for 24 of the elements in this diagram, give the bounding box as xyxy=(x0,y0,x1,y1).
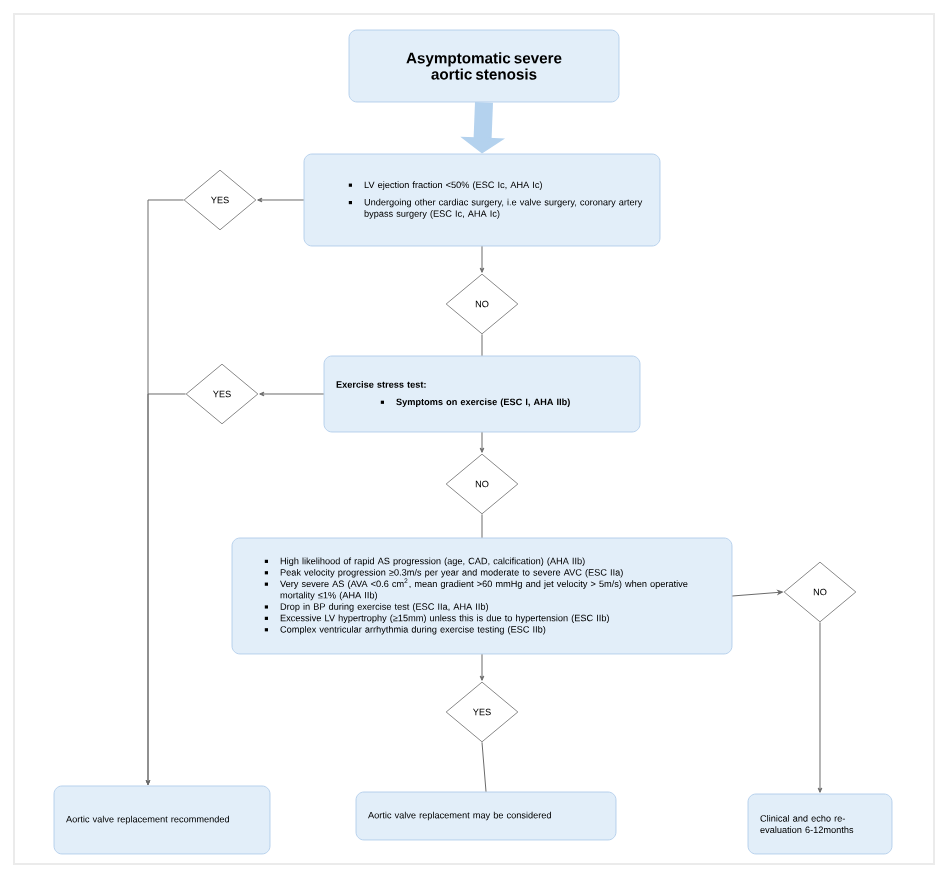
arrow xyxy=(479,653,485,681)
connector-line xyxy=(481,513,483,539)
outcome-box xyxy=(53,785,271,855)
connector-line xyxy=(481,333,483,357)
decision-diamond xyxy=(783,561,857,623)
arrow xyxy=(257,197,305,203)
decision-diamond xyxy=(445,273,519,335)
title-box xyxy=(348,29,620,103)
arrow xyxy=(145,393,187,786)
arrow xyxy=(259,391,325,397)
arrow xyxy=(479,245,485,273)
connector-line xyxy=(481,741,487,793)
criteria-box xyxy=(231,537,733,655)
outcome-box xyxy=(747,793,893,855)
arrow xyxy=(817,621,823,793)
arrow xyxy=(731,590,783,597)
arrow xyxy=(479,431,485,453)
outcome-box xyxy=(355,791,617,841)
decision-diamond xyxy=(185,363,259,425)
criteria-box xyxy=(303,153,661,247)
criteria-box xyxy=(323,355,641,433)
decision-diamond xyxy=(183,169,257,231)
decision-diamond xyxy=(445,681,519,743)
decision-diamond xyxy=(445,453,519,515)
